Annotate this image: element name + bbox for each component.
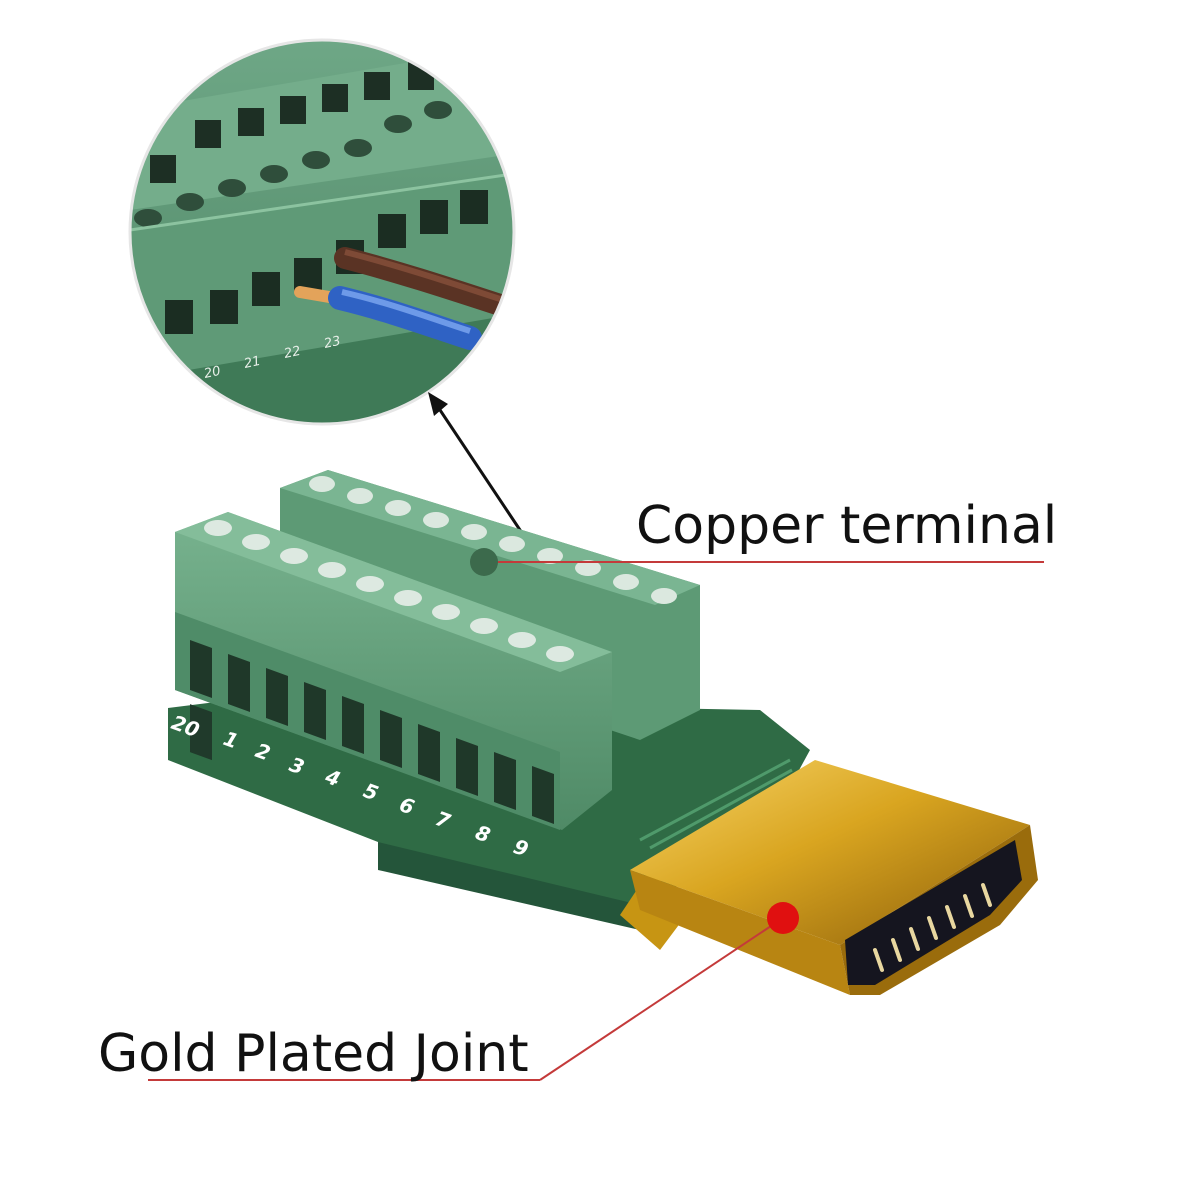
gold-plated-joint-label: Gold Plated Joint [98,1024,529,1084]
gold-joint-callout [148,902,799,1081]
connector: 20 1 2 3 4 5 6 7 8 9 [168,470,1038,995]
copper-terminal-callout [470,548,1044,576]
wire-brown [334,247,511,316]
zoom-pin-label: 20 [203,364,222,382]
zoom-pin-label: 23 [323,334,342,352]
zoom-pin-label: 22 [283,344,302,362]
wire-blue [294,286,482,350]
zoom-pin-label: 21 [243,354,262,372]
copper-terminal-label: Copper terminal [636,496,1058,556]
zoom-inset: 20 21 22 23 [128,38,516,426]
hdmi-plug [620,760,1038,995]
